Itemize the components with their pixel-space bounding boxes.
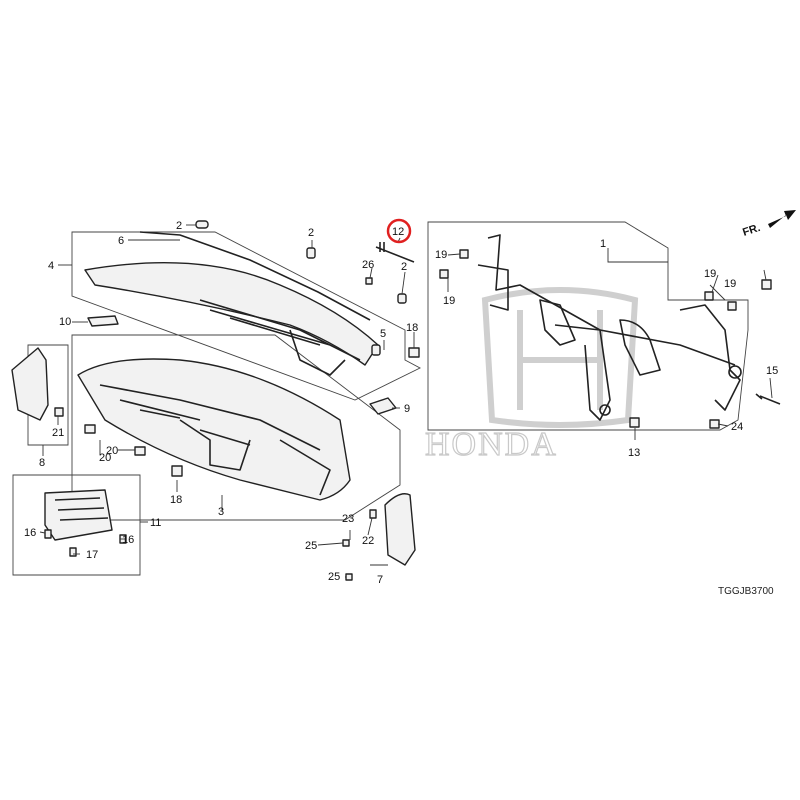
airbag-group-box bbox=[12, 474, 141, 576]
callout-label: 16 bbox=[122, 534, 134, 546]
callout-label: 11 bbox=[150, 517, 161, 529]
front-direction-arrow: FR. bbox=[741, 210, 796, 239]
upper-dash-panel bbox=[84, 231, 379, 376]
callout-label: 10 bbox=[59, 316, 71, 328]
highlight-ring bbox=[386, 218, 412, 244]
callout-label: 23 bbox=[342, 513, 354, 525]
right-side-cover bbox=[384, 493, 416, 566]
callout-label: 19 bbox=[724, 278, 736, 290]
callout-labels: 1 2 2 2 3 4 5 6 7 8 9 10 11 12 13 15 16 … bbox=[24, 220, 778, 586]
callout-label: 25 bbox=[328, 571, 340, 583]
callout-label: 16 bbox=[24, 527, 36, 539]
callout-label: 9 bbox=[404, 403, 410, 415]
callout-label: 4 bbox=[48, 260, 54, 272]
highlighted-callout-label: 12 bbox=[392, 226, 404, 238]
honda-watermark: HONDA bbox=[424, 287, 639, 464]
callout-label: 19 bbox=[435, 249, 447, 261]
callout-label: 1 bbox=[600, 238, 606, 250]
callout-label: 2 bbox=[176, 220, 182, 232]
callout-label: 5 bbox=[380, 328, 386, 340]
callout-label: 26 bbox=[362, 259, 374, 271]
callout-label: 21 bbox=[52, 427, 64, 439]
frame-group-box bbox=[427, 221, 749, 431]
lower-dash-panel bbox=[77, 358, 351, 501]
callout-label: 17 bbox=[86, 549, 98, 561]
callout-label: 20 bbox=[106, 445, 118, 457]
honda-watermark-text: HONDA bbox=[425, 426, 558, 463]
callout-label: 24 bbox=[731, 421, 743, 433]
callout-label: 19 bbox=[704, 268, 716, 280]
callout-label: 18 bbox=[170, 494, 182, 506]
callout-label: 8 bbox=[39, 457, 45, 469]
callout-label: 2 bbox=[308, 227, 314, 239]
upper-panel-group-box bbox=[71, 231, 421, 401]
callout-label: 7 bbox=[377, 574, 383, 586]
steering-hanger-frame bbox=[477, 234, 742, 421]
callout-label: 22 bbox=[362, 535, 374, 547]
callout-label: 18 bbox=[406, 322, 418, 334]
callout-label: 25 bbox=[305, 540, 317, 552]
callout-label: 15 bbox=[766, 365, 778, 377]
callout-label: 3 bbox=[218, 506, 224, 518]
front-label: FR. bbox=[741, 222, 762, 239]
honda-h-logo-icon bbox=[481, 287, 639, 428]
callout-label: 13 bbox=[628, 447, 640, 459]
callout-label: 19 bbox=[443, 295, 455, 307]
callout-label: 2 bbox=[401, 261, 407, 273]
diagram-code: TGGJB3700 bbox=[718, 586, 774, 597]
callout-label: 6 bbox=[118, 235, 124, 247]
center-vent bbox=[87, 315, 119, 327]
passenger-airbag bbox=[44, 489, 113, 541]
callout-label: 20 bbox=[99, 452, 111, 464]
leader-lines bbox=[39, 224, 773, 578]
left-side-cover bbox=[11, 347, 49, 421]
front-arrow-icon bbox=[768, 210, 796, 228]
right-vent bbox=[369, 397, 397, 415]
